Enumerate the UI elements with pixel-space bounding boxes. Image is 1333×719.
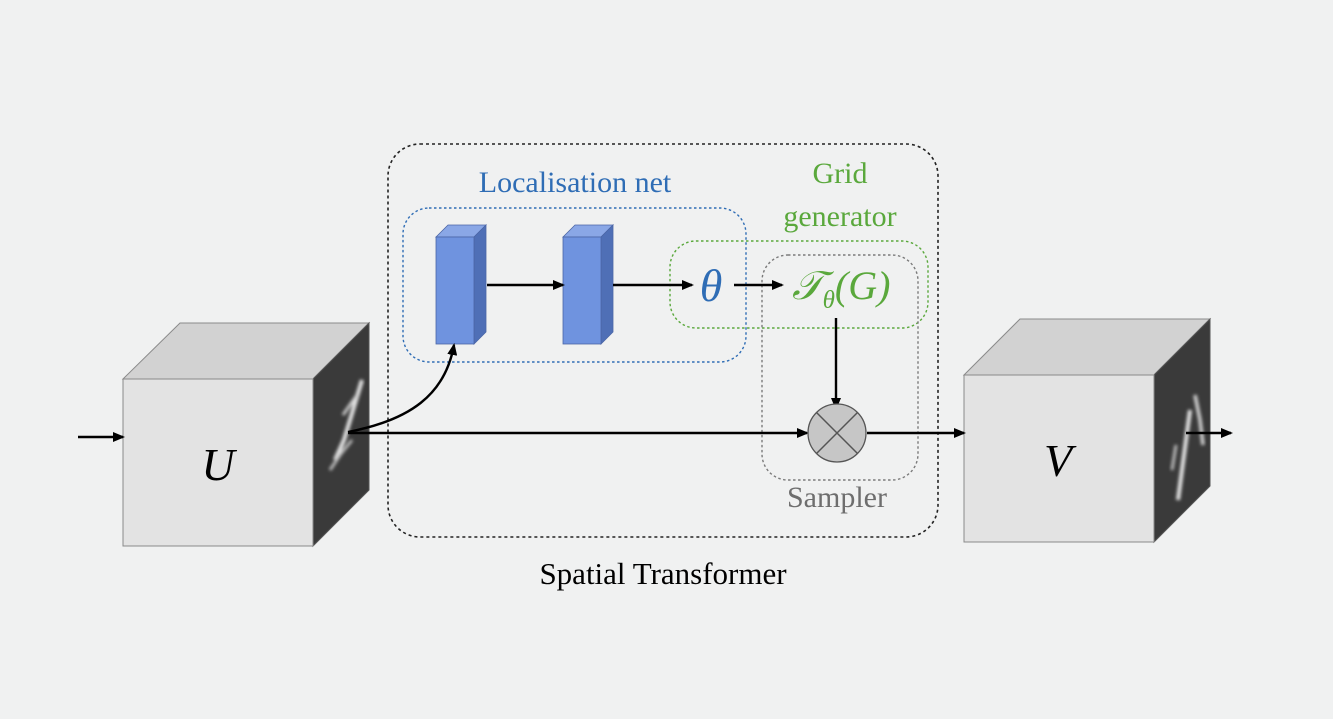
output-digit-image	[1170, 394, 1205, 501]
localisation-layer-2	[562, 224, 614, 345]
transform-argument: (G)	[835, 263, 891, 308]
theta-symbol: θ	[700, 260, 723, 311]
grid-generator-label-line2: generator	[783, 200, 896, 233]
input-cube-front	[122, 378, 314, 547]
transform-subscript: θ	[823, 287, 835, 314]
transform-expression: 𝒯θ(G)	[792, 263, 890, 314]
spatial-transformer-box	[387, 143, 939, 538]
output-symbol: V	[1044, 435, 1077, 486]
output-feature-map-v: V	[962, 317, 1212, 544]
arrow-u-to-localisation	[347, 343, 458, 434]
sampler-label: Sampler	[787, 481, 887, 514]
sampler-box	[761, 254, 919, 481]
input-feature-map-u: U	[121, 321, 371, 548]
grid-generator-label-line1: Grid	[813, 157, 868, 190]
spatial-transformer-label: Spatial Transformer	[539, 556, 787, 591]
input-symbol: U	[201, 439, 237, 490]
localisation-layer-1	[435, 224, 487, 345]
localisation-net-label: Localisation net	[479, 166, 672, 199]
output-cube-front	[963, 374, 1155, 543]
input-digit-image	[328, 379, 364, 471]
circle-times-icon	[807, 403, 867, 463]
localisation-net-box	[402, 207, 747, 363]
